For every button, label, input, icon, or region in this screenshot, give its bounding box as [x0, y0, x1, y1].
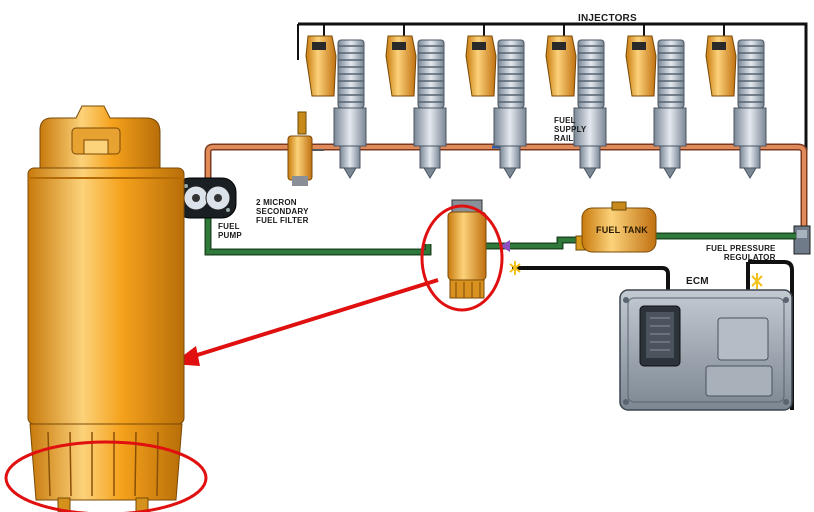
fuel-supply-rail-line-2: SUPPLY — [554, 125, 586, 134]
spark-icon — [510, 261, 762, 289]
injectors-label: INJECTORS — [578, 13, 637, 24]
secondary-filter-line-2: SECONDARY — [256, 207, 309, 216]
fuel-pump-label: FUEL PUMP — [218, 222, 242, 240]
enlarged-primary-filter — [28, 106, 184, 512]
fuel-pump — [176, 178, 236, 218]
fuel-supply-rail-line-1: FUEL — [554, 116, 586, 125]
injector — [306, 24, 366, 178]
injector — [466, 24, 526, 178]
fuel-pressure-regulator — [794, 226, 810, 254]
fuel-pump-line-1: FUEL — [218, 222, 242, 231]
injector — [546, 24, 606, 178]
fuel-pump-line-2: PUMP — [218, 231, 242, 240]
fuel-supply-rail-line-3: RAIL — [554, 134, 586, 143]
fuel-pressure-regulator-label: FUEL PRESSURE REGULATOR — [706, 244, 776, 262]
ecm-label: ECM — [686, 276, 709, 287]
injectors-group — [306, 24, 766, 178]
fuel-supply-rail-label: FUEL SUPPLY RAIL — [554, 116, 586, 143]
secondary-filter-label: 2 MICRON SECONDARY FUEL FILTER — [256, 198, 309, 225]
secondary-filter-line-3: FUEL FILTER — [256, 216, 309, 225]
fuel-pressure-regulator-line-1: FUEL PRESSURE — [706, 244, 776, 253]
fuel-tank-label: FUEL TANK — [596, 226, 648, 235]
injector — [626, 24, 686, 178]
secondary-filter-line-1: 2 MICRON — [256, 198, 309, 207]
primary-fuel-filter — [448, 200, 486, 298]
fuel-pressure-regulator-line-2: REGULATOR — [706, 253, 776, 262]
injector — [706, 24, 766, 178]
callout-arrow — [172, 280, 438, 366]
injector — [386, 24, 446, 178]
ecm-module — [620, 290, 792, 410]
secondary-fuel-filter — [288, 112, 324, 186]
